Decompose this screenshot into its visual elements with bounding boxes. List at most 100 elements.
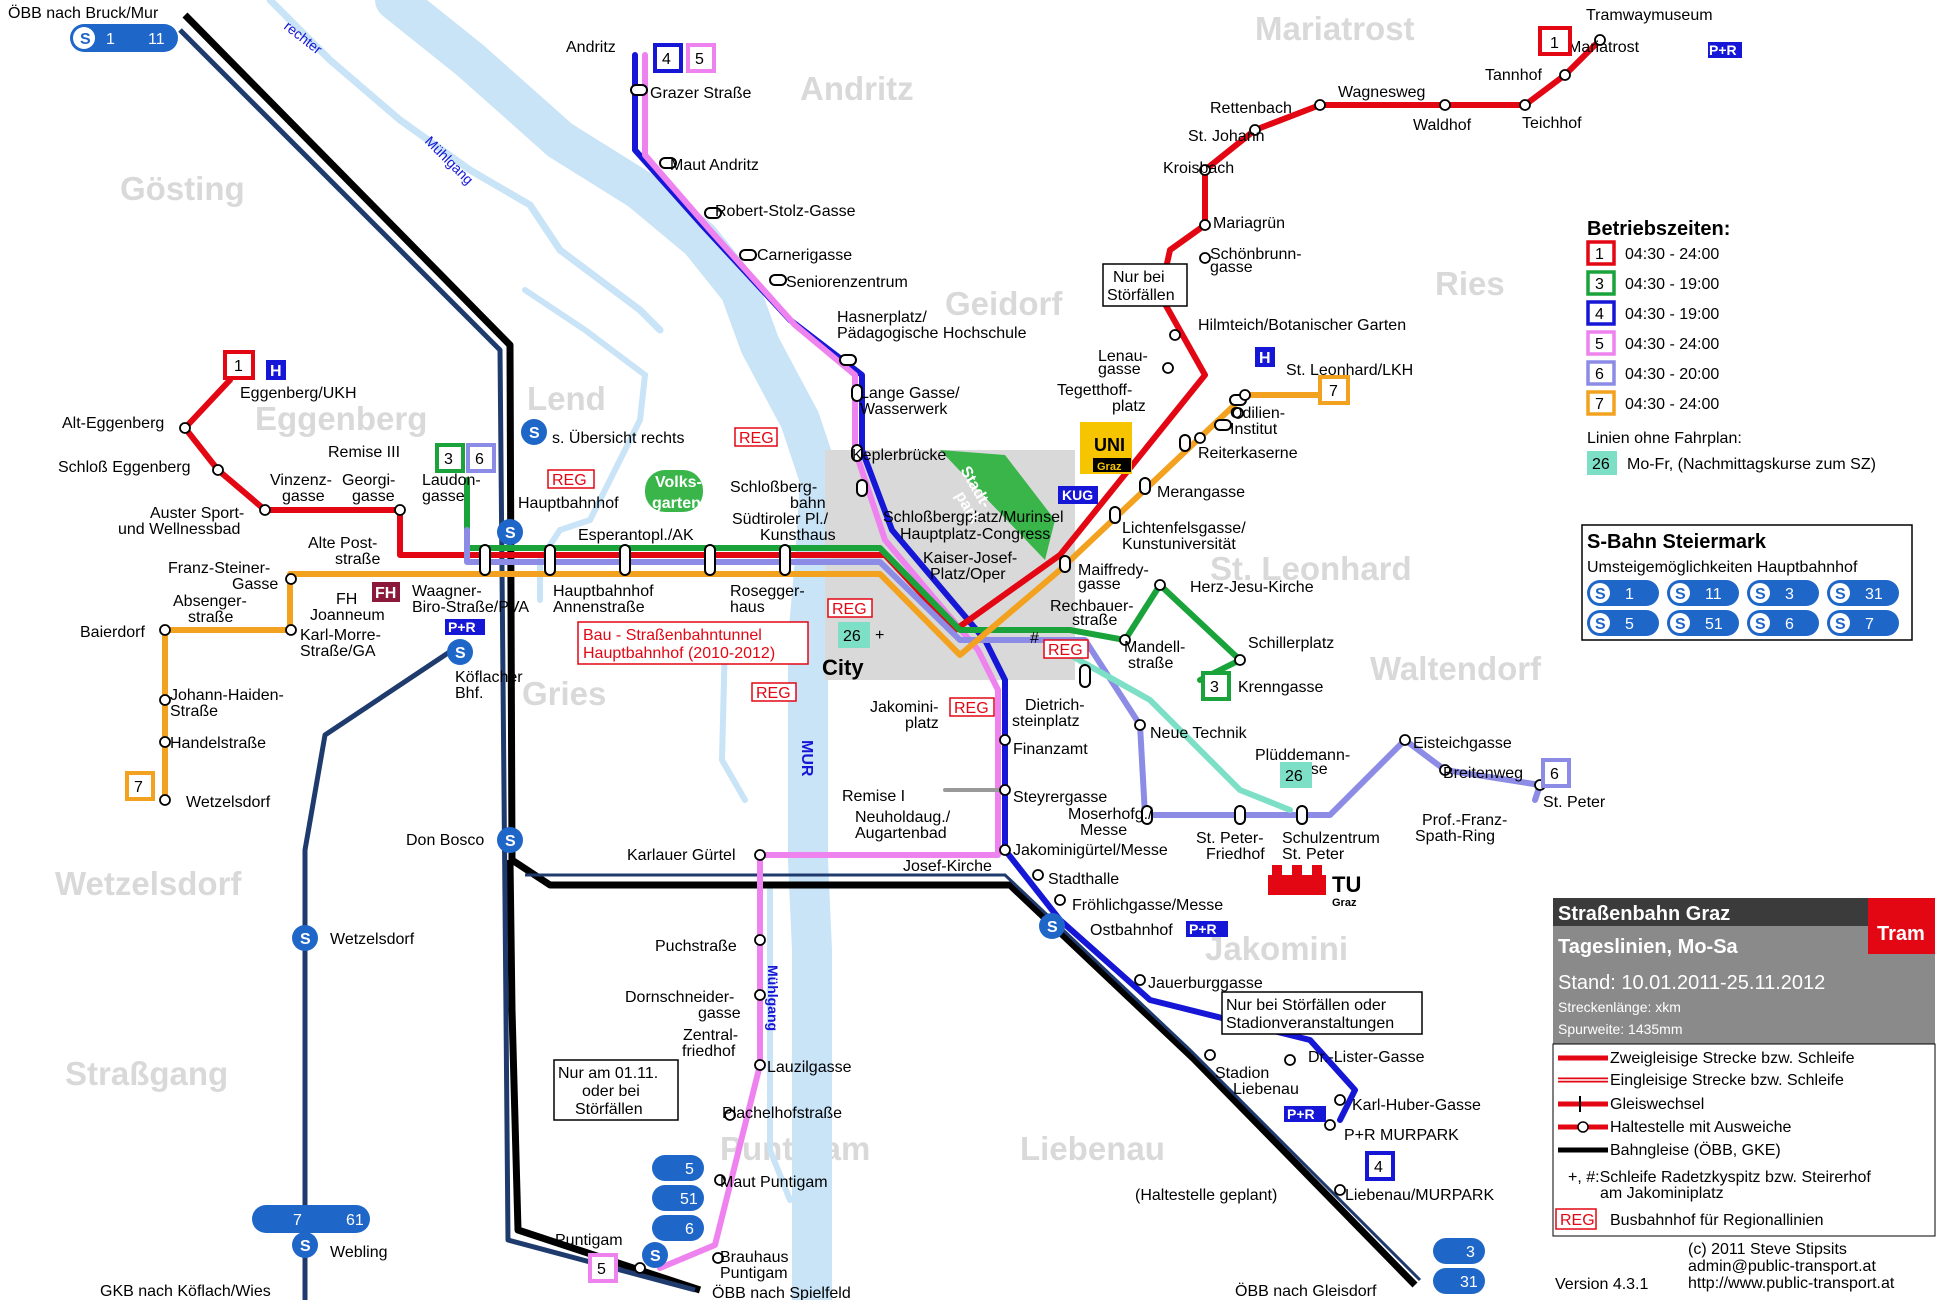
sbahn-station-icon: S: [497, 519, 523, 545]
stop-dot: [1119, 634, 1131, 646]
line-26-badge-plueddemann-text: 26: [1285, 768, 1303, 785]
stop-dot: [714, 1174, 726, 1186]
plus-loop-marker: +: [875, 627, 884, 644]
stop-dot: [179, 422, 191, 434]
station-keplerbruecke: Keplerbrücke: [852, 447, 946, 464]
station-schoenbrunn-2: gasse: [1210, 259, 1253, 276]
station-oebb-spielfeld: ÖBB nach Spielfeld: [712, 1284, 851, 1300]
station-froehlich: Fröhlichgasse/Messe: [1072, 897, 1223, 914]
stop-dot: [159, 794, 171, 806]
reg-badge-city-text: REG: [832, 601, 867, 618]
station-zentralfriedhof-1: Zentral-: [683, 1027, 738, 1044]
sbahn-gleisdorf-31: 31: [1460, 1274, 1478, 1291]
stop-dot: [285, 573, 297, 585]
uni-graz-logo-text: UNI: [1094, 435, 1125, 455]
tram-lines: [162, 37, 1603, 1271]
stop-dot: [1199, 164, 1211, 176]
line-7-badge-wetzelsdorf: [125, 771, 155, 801]
badges: 1 P+R 4 5 1 H H 7 3 6 3 6 4 5 7 26 26 + …: [125, 26, 1742, 1283]
station-koeflacher-2: Bhf.: [455, 685, 483, 702]
station-mariagruen: Mariagrün: [1213, 215, 1285, 232]
line-3-badge-laudongasse-text: 3: [444, 451, 453, 468]
station-schillerplatz: Schillerplatz: [1248, 635, 1334, 652]
station-lenaugasse-1: Lenau-: [1098, 348, 1148, 365]
station-schlossbergbahn-2: bahn: [790, 495, 826, 512]
station-hauptplatz: Hauptplatz-Congress: [900, 526, 1050, 543]
station-stadion-1: Stadion: [1215, 1065, 1269, 1082]
station-schlossbergbahn-1: Schloßberg-: [730, 479, 817, 496]
district-strassgang: Straßgang: [65, 1055, 228, 1092]
station-dornschneider-2: gasse: [698, 1005, 741, 1022]
key-loops: +, #:Schleife Radetzkyspitz bzw. Steirer…: [1568, 1169, 1871, 1186]
key-railway: Bahngleise (ÖBB, GKE): [1610, 1141, 1781, 1159]
station-seniorenzentrum: Seniorenzentrum: [786, 274, 908, 291]
kug-badge-text: KUG: [1062, 487, 1093, 503]
allerheiligen-note-3: Störfällen: [575, 1101, 643, 1118]
station-schlossbergplatz: Schloßbergplatz/Murinsel: [883, 509, 1064, 526]
sbahn-puntigam-6: 6: [685, 1221, 694, 1238]
tu-graz-logo-subtext: Graz: [1332, 897, 1357, 909]
station-lange-gasse-2: Wasserwerk: [860, 401, 948, 418]
station-baierdorf: Baierdorf: [80, 624, 145, 641]
hash-loop-marker: #: [1030, 630, 1039, 647]
stop-dot: [754, 934, 766, 946]
station-dietrich-2: steinplatz: [1012, 713, 1080, 730]
station-esperanto: Esperantopl./AK: [578, 527, 694, 544]
tu-graz-logo: TU Graz: [1268, 865, 1361, 909]
stop-dot: [999, 844, 1011, 856]
station-remise-iii: Remise III: [328, 444, 400, 461]
station-merangasse: Merangasse: [1157, 484, 1245, 501]
h-badge-eggenberg-text: H: [270, 363, 282, 380]
legend-line-26-swatch: [1587, 451, 1617, 475]
station-rettenbach: Rettenbach: [1210, 100, 1292, 117]
channel-muehlgang-label: Mühlgang: [422, 133, 477, 188]
key-double-track: Zweigleisige Strecke bzw. Schleife: [1610, 1050, 1855, 1067]
line-4-badge-andritz-text: 4: [662, 51, 671, 68]
station-finanzamt: Finanzamt: [1013, 741, 1088, 758]
line-6-badge-st-peter-text: 6: [1550, 766, 1559, 783]
stop-dot: [1439, 99, 1451, 111]
line-4-badge-murpark-text: 4: [1374, 1159, 1383, 1176]
stadtpark-area: [940, 450, 1055, 560]
station-absenger-2: straße: [188, 609, 233, 626]
station-dr-lister: Dr.-Lister-Gasse: [1308, 1049, 1425, 1066]
station-odilien-2: Institut: [1230, 421, 1278, 438]
station-karl-huber: Karl-Huber-Gasse: [1352, 1097, 1481, 1114]
station-schloss-eggenberg: Schloß Eggenberg: [58, 459, 191, 476]
allerheiligen-note-2: oder bei: [582, 1083, 640, 1100]
station-tegetthoff-1: Tegetthoff-: [1057, 382, 1132, 399]
station-robert-stolz: Robert-Stolz-Gasse: [715, 203, 856, 220]
stop-dot: [159, 694, 171, 706]
sbahn-top-1: 1: [106, 31, 115, 48]
station-wetzelsdorf-s: Wetzelsdorf: [330, 931, 415, 948]
station-kaiser-josef-2: Platz/Oper: [930, 566, 1006, 583]
station-pr-murpark: P+R MURPARK: [1344, 1127, 1459, 1144]
reg-badge-jakomini-text: REG: [954, 700, 989, 717]
station-tannhof: Tannhof: [1485, 67, 1542, 84]
legend-row-number: 1: [1595, 246, 1604, 263]
station-lichtenfels-1: Lichtenfelsgasse/: [1122, 520, 1246, 537]
station-jauerburg: Jauerburggasse: [1148, 975, 1263, 992]
sbahn-top-11: 11: [148, 31, 165, 48]
stop-dot: [1324, 1119, 1336, 1131]
stop-dot: [1399, 734, 1411, 746]
line-6-badge-st-peter: [1541, 758, 1571, 788]
map-notes: Bau - Straßenbahntunnel Hauptbahnhof (20…: [553, 263, 1423, 1121]
svg-text:S: S: [80, 31, 91, 48]
sbahn-legend-number: 1: [1625, 586, 1634, 603]
sbahn-gleisdorf-3: 3: [1466, 1244, 1475, 1261]
pr-badge-mariatrost: [1708, 42, 1742, 58]
station-auster-2: und Wellnessbad: [118, 521, 240, 538]
station-waagner-2: Biro-Straße/PVA: [412, 599, 529, 616]
stoerfall-note-stadion-1: Nur bei Störfällen oder: [1226, 997, 1387, 1014]
stop-dot: [1054, 894, 1066, 906]
legend-row-number: 6: [1595, 366, 1604, 383]
reg-badge-dietrich-text: REG: [1048, 642, 1083, 659]
